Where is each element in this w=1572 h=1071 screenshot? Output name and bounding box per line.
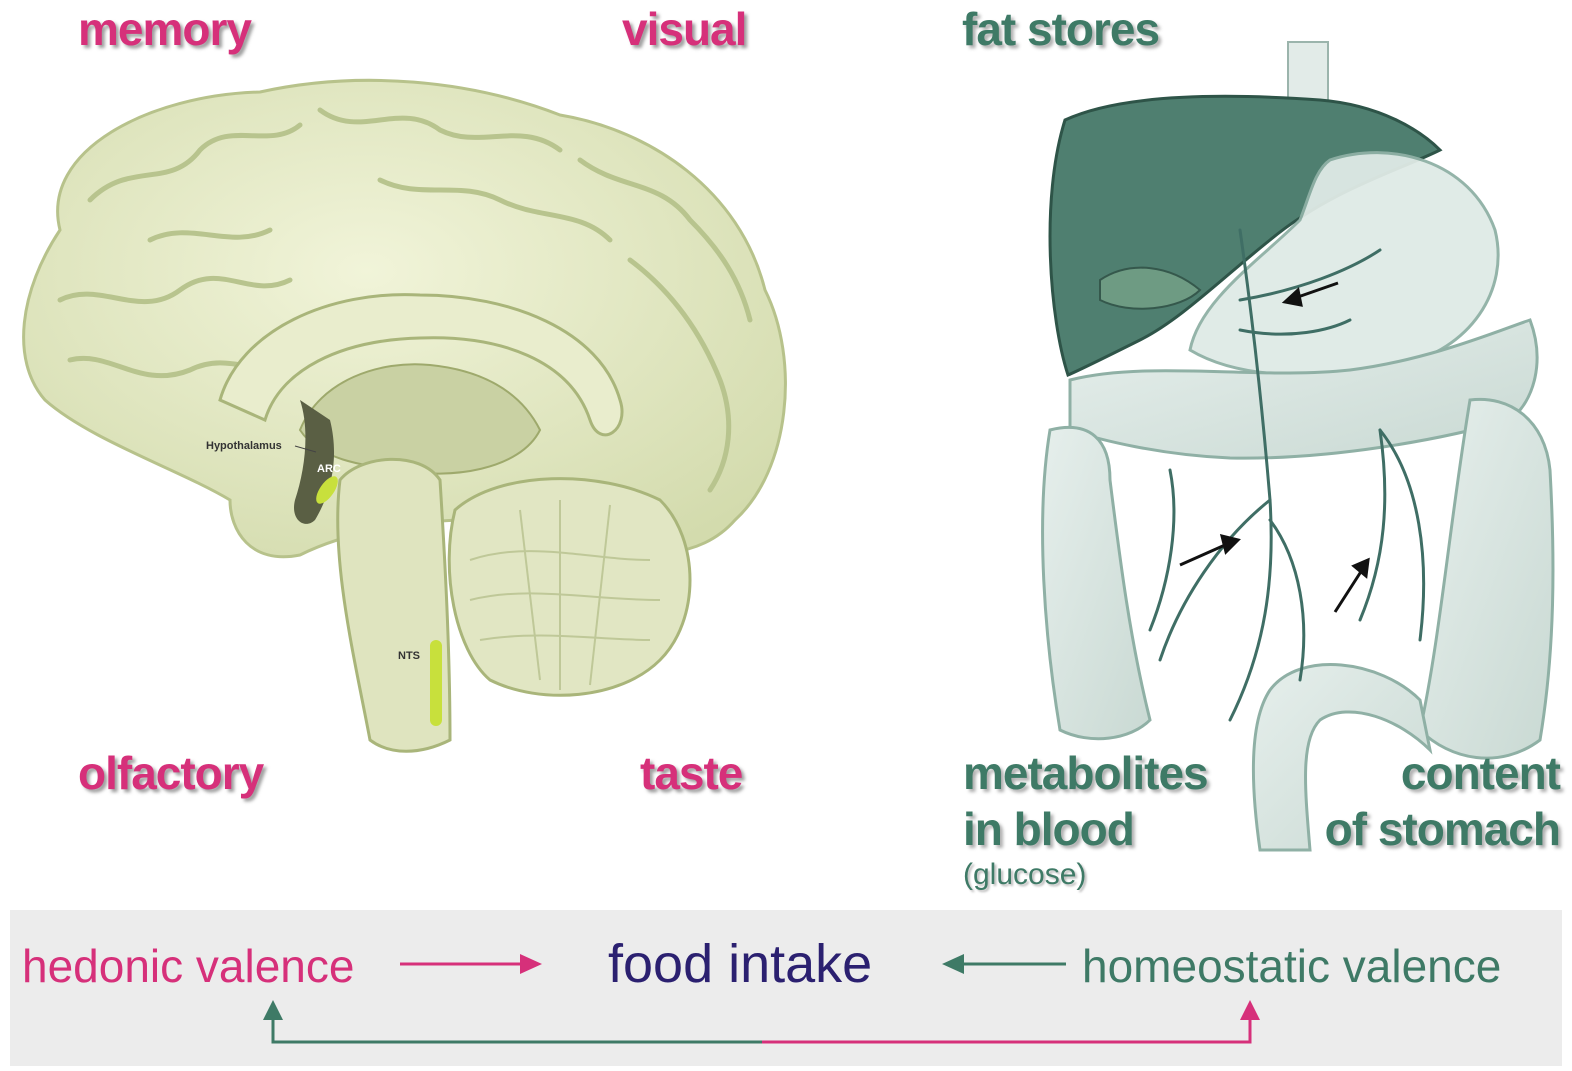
homeostatic-to-intake-arrow: [942, 954, 1066, 974]
feedback-arrow-to-hedonic: [263, 1000, 762, 1042]
feedback-arrow-to-homeostatic: [762, 1000, 1260, 1042]
hedonic-to-intake-arrow: [400, 954, 542, 974]
